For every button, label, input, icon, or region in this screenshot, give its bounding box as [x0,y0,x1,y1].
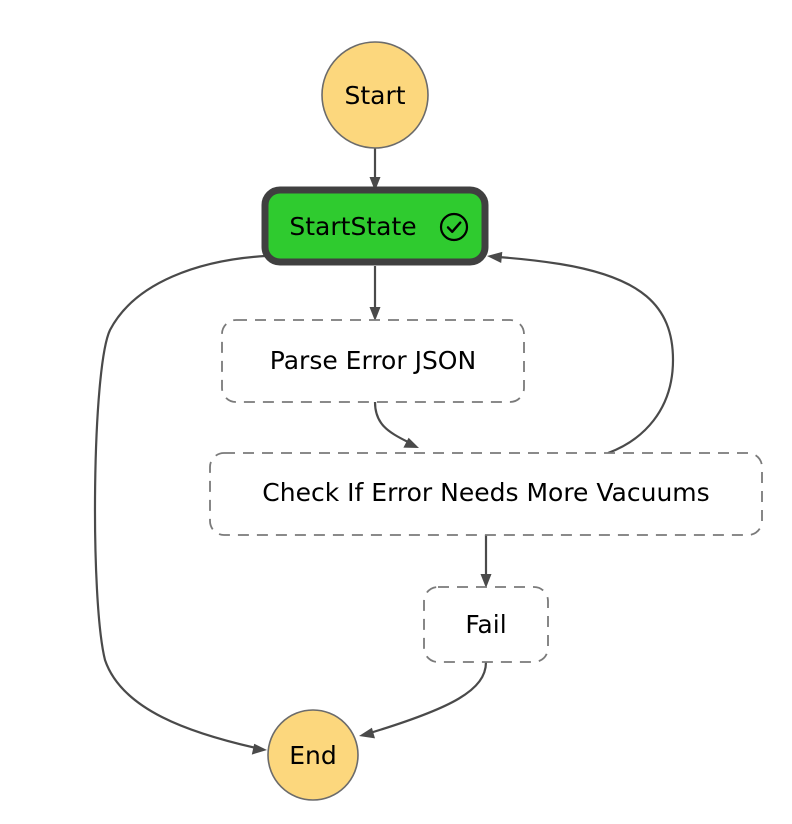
node-check-if-error-shape[interactable] [209,452,763,536]
node-start[interactable]: Start [321,41,429,149]
node-start-label: Start [344,81,405,110]
arrowhead-icon [487,251,503,263]
node-startstate-shape[interactable] [261,186,489,266]
edge-line [369,661,488,735]
node-startstate[interactable]: StartState [261,186,489,266]
node-fail-shape[interactable] [423,586,549,663]
arrowhead-icon [369,307,381,321]
check-circle-icon [439,212,469,242]
arrowhead-icon [403,437,419,448]
edge-fail-to-end [359,661,488,739]
arrowhead-icon [369,177,381,191]
node-parse-error-json[interactable]: Parse Error JSON [221,319,525,403]
arrowhead-icon [359,727,375,739]
node-start-shape[interactable] [321,41,429,149]
edge-check-if-error-to-startstate [487,251,675,455]
node-check-if-error-label: Check If Error Needs More Vacuums [262,478,709,507]
arrowhead-icon [251,743,267,755]
node-fail[interactable]: Fail [423,586,549,663]
edge-check-if-error-to-fail [480,535,492,588]
edge-line [496,255,675,455]
arrowhead-icon [480,574,492,588]
node-check-if-error[interactable]: Check If Error Needs More Vacuums [209,452,763,536]
edge-startstate-to-end [93,254,267,755]
node-end[interactable]: End [267,709,359,801]
edge-start-to-startstate [369,148,381,191]
edge-startstate-to-parse-error-json [369,266,381,321]
node-layer: Start StartState Parse Error JSON Check … [209,41,763,801]
edge-line [373,401,409,443]
node-end-label: End [289,741,337,770]
node-parse-error-json-label: Parse Error JSON [270,346,476,375]
node-startstate-label: StartState [289,212,416,241]
edge-layer [93,148,675,755]
node-end-shape[interactable] [267,709,359,801]
edge-line [93,254,266,750]
node-fail-label: Fail [465,610,506,639]
node-parse-error-json-shape[interactable] [221,319,525,403]
edge-parse-error-json-to-check-if-error [373,401,419,448]
